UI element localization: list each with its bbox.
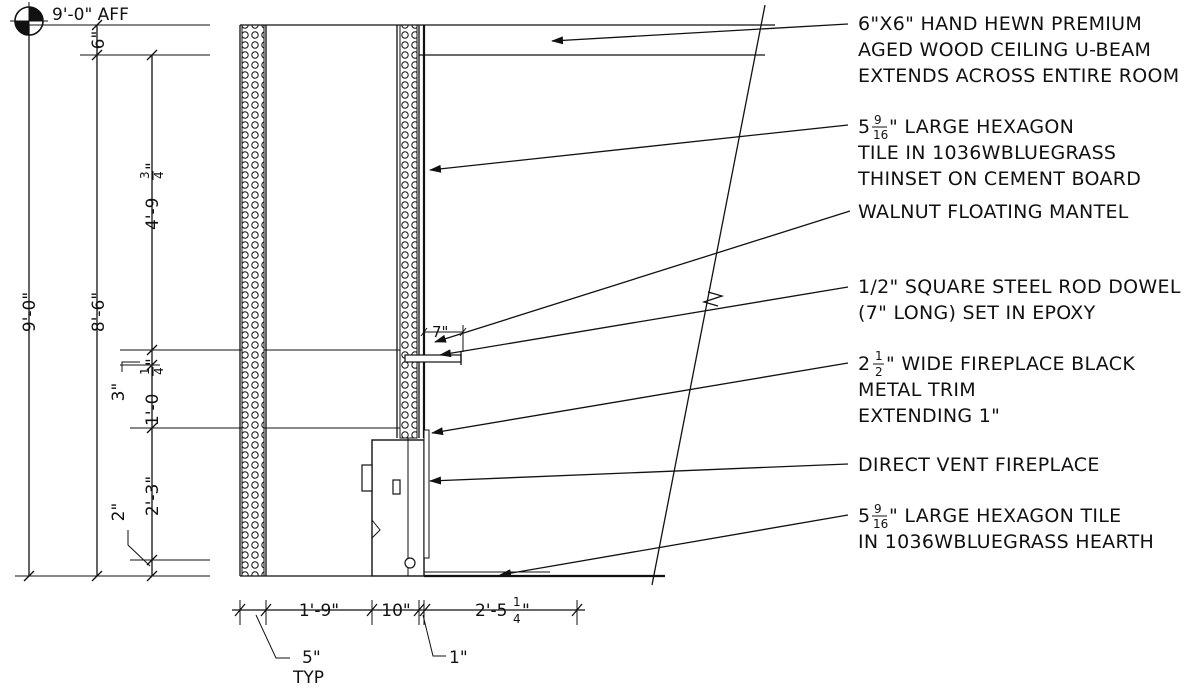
- leader-trim: [431, 362, 849, 436]
- dim-hearth-depth-suffix: ": [522, 601, 530, 621]
- note-beam: 6"X6" HAND HEWN PREMIUM AGED WOOD CEILIN…: [858, 13, 1179, 87]
- dim-hearth-depth: 2'-5 1 4 ": [475, 595, 530, 626]
- leader-tile-wall: [429, 124, 849, 173]
- callout-leaders: [429, 23, 851, 578]
- note-beam-line-2: AGED WOOD CEILING U-BEAM: [858, 39, 1151, 61]
- note-fireplace-line-1: DIRECT VENT FIREPLACE: [858, 454, 1100, 476]
- note-mantel-line-1: WALNUT FLOATING MANTEL: [858, 201, 1129, 223]
- dim-mantel-depth: [420, 325, 467, 352]
- dim-upper-suffix: ": [143, 162, 163, 170]
- note-trim: 2 1 2 " WIDE FIREPLACE BLACK METAL TRIM …: [858, 349, 1135, 427]
- dim-upper-frac-num: 3: [138, 171, 152, 179]
- note-beam-line-3: EXTENDS ACROSS ENTIRE ROOM: [858, 65, 1179, 87]
- note-hearth: 5 9 16 " LARGE HEXAGON TILE IN 1036WBLUE…: [858, 502, 1154, 553]
- dim-mantel-zone-suffix: ": [143, 358, 163, 366]
- note-mantel: WALNUT FLOATING MANTEL: [858, 201, 1129, 223]
- dim-stud-width: 5": [302, 648, 321, 668]
- note-hearth-line-2: IN 1036WBLUEGRASS HEARTH: [858, 531, 1154, 553]
- dim-trim-extension: 1": [449, 648, 468, 668]
- left-insulated-stud: [241, 24, 265, 577]
- note-trim-line-3: EXTENDING 1": [858, 405, 1000, 427]
- dim-mantel-zone-frac-den: 4: [152, 367, 166, 375]
- note-tile-wall: 5 9 16 " LARGE HEXAGON TILE IN 1036WBLUE…: [857, 113, 1141, 190]
- right-insulated-stud: [399, 24, 418, 439]
- dim-clear-height: 8'-6": [89, 292, 109, 332]
- leader-mantel: [434, 210, 851, 343]
- dim-hearth-depth-main: 2'-5: [475, 601, 507, 621]
- dim-hearth-thickness: 2": [109, 503, 129, 522]
- dim-upper-main: 4'-9: [143, 198, 163, 230]
- dim-wall-thickness: 1'-9": [299, 601, 339, 621]
- leader-fireplace: [429, 463, 849, 485]
- note-hearth-frac-num: 9: [874, 502, 882, 516]
- dim-stud-typ: TYP: [292, 668, 324, 688]
- dim-hearth-depth-frac-num: 1: [513, 595, 521, 609]
- note-tile-wall-line-3: THINSET ON CEMENT BOARD: [857, 168, 1141, 190]
- dim-upper-frac-den: 4: [152, 171, 166, 179]
- leader-dowel: [439, 286, 849, 358]
- note-trim-frac-num: 1: [875, 349, 883, 363]
- elevation-datum-label: 9'-0" AFF: [52, 5, 129, 25]
- dim-mantel-thickness: 3": [109, 383, 129, 402]
- note-tile-wall-line-2: TILE IN 1036WBLUEGRASS: [857, 142, 1116, 164]
- note-dowel-line-1: 1/2" SQUARE STEEL ROD DOWEL: [858, 276, 1181, 298]
- note-hearth-suffix: " LARGE HEXAGON TILE: [889, 505, 1121, 527]
- dim-hearth-depth-frac-den: 4: [513, 612, 521, 626]
- dim-beam-depth: 6": [89, 31, 109, 50]
- dim-lower-zone: 2'-3": [143, 476, 163, 516]
- note-trim-suffix: " WIDE FIREPLACE BLACK: [886, 353, 1135, 375]
- vertical-dimensions: [15, 19, 410, 582]
- note-hearth-prefix: 5: [858, 505, 870, 527]
- mantel-dowel: [404, 352, 462, 365]
- note-beam-line-1: 6"X6" HAND HEWN PREMIUM: [858, 13, 1142, 35]
- note-tile-wall-frac-num: 9: [874, 113, 882, 127]
- horizontal-dimensions: [232, 600, 585, 659]
- note-trim-line-2: METAL TRIM: [858, 379, 976, 401]
- dim-firebox: 10": [381, 601, 410, 621]
- dim-mantel-zone: 1'-0 1 4 ": [138, 358, 166, 426]
- note-hearth-frac-den: 16: [873, 517, 888, 531]
- note-trim-prefix: 2: [858, 353, 870, 375]
- leader-beam: [551, 23, 849, 45]
- dim-mantel-zone-frac-num: 1: [138, 367, 152, 375]
- note-dowel: 1/2" SQUARE STEEL ROD DOWEL (7" LONG) SE…: [858, 276, 1181, 324]
- note-tile-wall-prefix: 5: [858, 116, 870, 138]
- note-trim-frac-den: 2: [875, 365, 883, 379]
- note-tile-wall-suffix: " LARGE HEXAGON: [889, 116, 1074, 138]
- dim-upper-zone: 4'-9 3 4 ": [138, 162, 166, 230]
- note-dowel-line-2: (7" LONG) SET IN EPOXY: [858, 302, 1096, 324]
- note-tile-wall-frac-den: 16: [873, 128, 888, 142]
- leader-hearth: [499, 514, 849, 578]
- note-fireplace: DIRECT VENT FIREPLACE: [858, 454, 1100, 476]
- wall-section: [239, 4, 775, 586]
- dim-total-height: 9'-0": [20, 292, 40, 332]
- dim-mantel-zone-main: 1'-0: [143, 394, 163, 426]
- fireplace-unit: [361, 429, 430, 577]
